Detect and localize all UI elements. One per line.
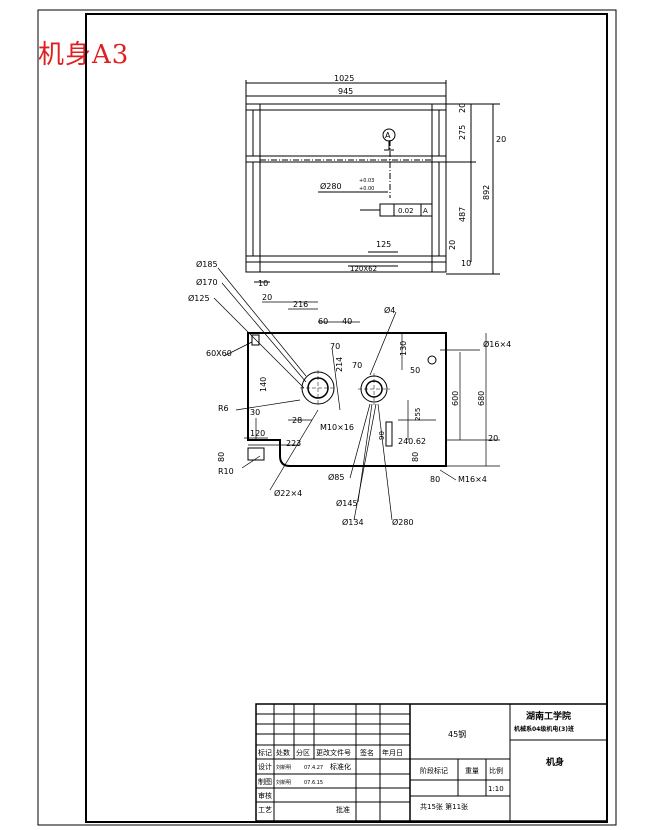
dim-30: 30 [250, 408, 260, 417]
tolerance-datum: A [423, 207, 428, 215]
tb-h-sign: 签名 [360, 748, 374, 757]
dim-80-bottom: 80 [430, 475, 440, 484]
dim-50: 50 [410, 366, 420, 375]
front-view [213, 267, 500, 521]
tb-draw-label: 制图 [258, 777, 272, 786]
tb-h-doc: 更改文件号 [316, 748, 351, 757]
dim-60: 60 [318, 317, 328, 326]
tb-mark-label: 阶段标记 [420, 766, 448, 775]
tb-weight-label: 重量 [465, 767, 479, 775]
tb-designer: 刘新明 [276, 764, 291, 771]
dim-20-upper: 20 [496, 135, 506, 144]
dim-20-front: 20 [262, 293, 272, 302]
dim-945: 945 [338, 87, 353, 96]
dim-140: 140 [259, 377, 268, 392]
dim-dia-134: Ø134 [342, 517, 364, 527]
tb-design-date: 07.4.27 [304, 765, 323, 771]
tb-sheets: 共15张 第11张 [420, 802, 468, 811]
dim-10-right: 10 [461, 259, 471, 268]
dim-dia-22x4: Ø22×4 [274, 488, 302, 498]
dim-60x60: 60X60 [206, 349, 232, 358]
dim-120: 120 [250, 429, 265, 438]
dim-r10: R10 [218, 467, 234, 476]
dim-90: 90 [378, 431, 386, 440]
tb-craft-label: 工艺 [258, 806, 272, 814]
dim-80-left: 80 [217, 452, 226, 462]
dim-dia-4: Ø4 [384, 305, 395, 315]
tb-class: 机械系04级机电(3)班 [514, 725, 574, 733]
tb-draw-date: 07.6.15 [304, 780, 323, 786]
dim-20-lower: 20 [448, 240, 457, 250]
dim-28: 28 [292, 416, 302, 425]
title-block [255, 703, 608, 822]
tb-h-mark: 标记 [258, 748, 272, 757]
outer-frame [37, 9, 617, 826]
dim-m16x4: M16×4 [458, 475, 487, 484]
dim-dia-16x4: Ø16×4 [483, 339, 511, 349]
dim-223: 223 [286, 439, 301, 448]
dim-r6: R6 [218, 404, 229, 413]
tb-scale-label: 比例 [489, 766, 503, 775]
dim-dia-170: Ø170 [196, 277, 218, 287]
tb-std-label: 标准化 [330, 762, 351, 771]
dim-20-top: 20 [458, 103, 467, 113]
dim-dia-145: Ø145 [336, 498, 358, 508]
dim-70-b: 70 [352, 361, 362, 370]
tol-lower: +0.00 [359, 186, 374, 192]
dim-240-62: 240.62 [398, 437, 426, 446]
tolerance-value: 0.02 [398, 207, 414, 215]
dim-20-right: 20 [488, 434, 498, 443]
sheet-label: 机身A3 [38, 40, 130, 70]
dim-275: 275 [458, 125, 467, 140]
top-view [245, 80, 500, 283]
dim-680: 680 [477, 391, 486, 406]
dim-487: 487 [458, 207, 467, 222]
dim-70-a: 70 [330, 342, 340, 351]
dim-255: 255 [414, 408, 422, 421]
dim-600: 600 [451, 391, 460, 406]
dim-dia-85: Ø85 [328, 472, 344, 482]
datum-letter: A [385, 131, 391, 140]
dim-m10x16: M10×16 [320, 423, 354, 432]
tol-upper: +0.03 [359, 178, 374, 184]
dim-80-mid: 80 [411, 452, 420, 462]
dim-40: 40 [342, 317, 352, 326]
tb-h-date: 年月日 [382, 748, 403, 757]
tb-drawer: 刘新明 [276, 779, 291, 786]
tb-material: 45钢 [448, 729, 466, 739]
dim-130: 130 [399, 341, 408, 356]
dim-10-left: 10 [258, 279, 268, 288]
tb-h-zone: 分区 [296, 748, 310, 757]
dim-216: 216 [293, 300, 308, 309]
dim-dia-280-top: Ø280 [320, 181, 342, 191]
dim-125: 125 [376, 240, 391, 249]
tb-school: 湖南工学院 [526, 710, 571, 722]
inner-frame [85, 13, 608, 823]
dim-120x62: 120X62 [350, 265, 377, 273]
tb-review-label: 审核 [258, 791, 272, 800]
dim-dia-185: Ø185 [196, 259, 218, 269]
dim-1025: 1025 [334, 74, 354, 83]
dim-dia-125: Ø125 [188, 293, 210, 303]
dim-214: 214 [335, 357, 344, 372]
dim-892: 892 [482, 185, 491, 200]
tb-approve-label: 批准 [336, 805, 350, 814]
tb-scale: 1:10 [488, 785, 504, 793]
tb-part-name: 机身 [546, 756, 564, 768]
tb-design-label: 设计 [258, 762, 272, 771]
dim-dia-280-front: Ø280 [392, 517, 414, 527]
tb-h-count: 处数 [276, 748, 290, 757]
